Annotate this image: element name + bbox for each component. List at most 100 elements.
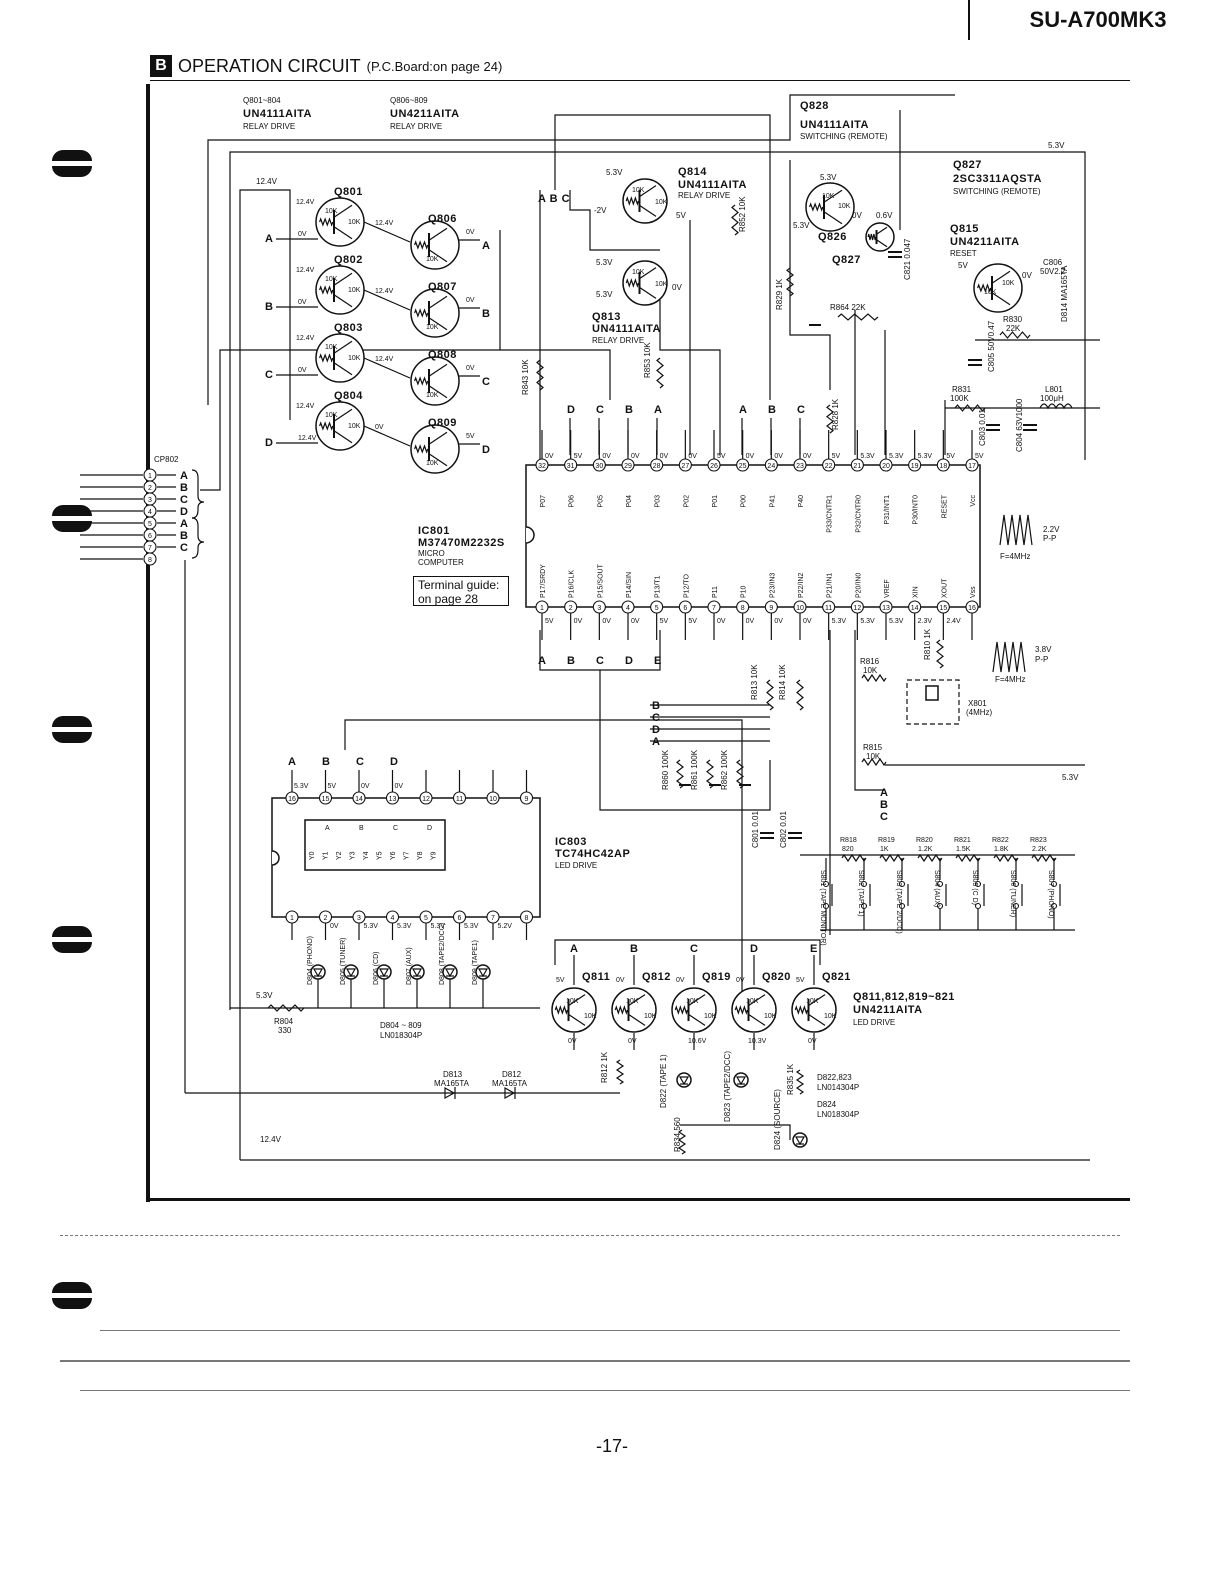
ic-pin-number: 20 (882, 463, 890, 470)
cp802-brace (191, 517, 205, 559)
d814-label: D814 MA165TA (1060, 265, 1069, 322)
cp802-line-label: A (180, 518, 188, 530)
cp802-line-label: D (180, 506, 188, 518)
transistor-body (731, 987, 777, 1033)
relay-link-wire (363, 425, 411, 447)
q828-ref: Q828 (800, 100, 829, 112)
ic801-pin-voltage: 0V (631, 618, 640, 625)
ic-pin (486, 791, 500, 805)
r813-label: R813 10K (750, 664, 759, 700)
voltage-label: 5.3V (596, 258, 613, 267)
voltage-label: 10.6V (688, 1038, 707, 1045)
ic-pin-number: 12 (853, 605, 861, 612)
voltage-label: 12.4V (375, 356, 394, 363)
bus-letter: B (880, 799, 888, 811)
voltage-label: 0V (466, 365, 475, 372)
voltage-label: 0V (628, 1038, 637, 1045)
ic803-output-name: Y1 (323, 851, 330, 860)
ic-pin-number: 26 (710, 463, 718, 470)
wave2-freq: F=4MHz (995, 675, 1025, 684)
transistor-symbol (622, 178, 668, 224)
ic-pin (793, 458, 807, 472)
resistor (319, 217, 334, 227)
ic801-pin-name: P10 (741, 585, 748, 598)
transistor-symbol (410, 424, 460, 474)
led-triangle (345, 968, 357, 978)
ic801-labels: IC801 M37470M2232S MICRO COMPUTER (418, 525, 504, 567)
cp802-line-label: B (180, 482, 188, 494)
resistor-value: 10K (426, 324, 439, 331)
transistor-body (410, 220, 460, 270)
group-label-part: UN4111AITA (243, 108, 312, 120)
wire-p20 (854, 630, 885, 791)
r828-label: R828 1K (831, 398, 840, 430)
ic-pin-number: 6 (148, 533, 152, 540)
ic801-pin-voltage: 0V (717, 618, 726, 625)
q813-ref: Q813 (592, 311, 621, 323)
switch-resistor-ref: R822 (992, 837, 1009, 844)
bus-letter: D (652, 724, 660, 736)
voltage-label: 5V (466, 433, 475, 440)
led-drive-part: UN4211AITA (853, 1004, 923, 1016)
led-label: D807 (AUX) (406, 947, 413, 985)
wave2-amp: 3.8V (1035, 645, 1052, 654)
ic801-pin-name: P41 (769, 495, 776, 508)
resistor (796, 679, 804, 711)
ic-pin (318, 791, 333, 805)
cp802-labels: CP802 (154, 455, 179, 464)
voltage-label: 12.4V (296, 403, 315, 410)
r829-label: R829 1K (775, 278, 784, 310)
ic-pin-number: 4 (626, 605, 630, 612)
transistor-ref: Q803 (334, 322, 363, 334)
ic-pin-number: 29 (624, 463, 632, 470)
ic801-pin-name: P21/IN1 (827, 573, 834, 598)
resistor (867, 233, 877, 241)
wave1-freq: F=4MHz (1000, 552, 1030, 561)
transistor-symbol (731, 987, 777, 1033)
resistor-value: 10K (686, 998, 699, 1005)
voltage-label: 0V (616, 977, 625, 984)
resistor (766, 679, 774, 711)
inductor-l801 (1039, 403, 1073, 410)
r861-label: R861 100K (690, 749, 699, 790)
resistor-value: 10K (746, 998, 759, 1005)
q815-func: RESET (950, 249, 977, 258)
d824-part: LN018304P (817, 1110, 859, 1119)
ic-pin-number: 11 (825, 605, 832, 612)
c805-label: C805 50V0.47 (987, 320, 996, 372)
ic801-pin-voltage: 0V (660, 453, 669, 460)
r853-label: R853 10K (643, 342, 652, 378)
ic-pin-number: 12 (422, 796, 430, 803)
ic803-output-name: Y0 (309, 851, 316, 860)
ic-pin-number: 4 (148, 509, 152, 516)
transistor-emitter (333, 430, 353, 444)
ic803-output-name: Y3 (350, 851, 357, 860)
ic-pin (707, 600, 721, 614)
ic801-pin-voltage: 5V (975, 453, 984, 460)
resistor-value: 10K (626, 998, 639, 1005)
resistor (1031, 853, 1057, 863)
resistor-value: 10K (824, 1013, 837, 1020)
resistor (319, 285, 334, 295)
voltage-label: 5.3V (1048, 141, 1065, 150)
r816-value: 10K (863, 666, 878, 675)
ic803-func: LED DRIVE (555, 861, 597, 870)
ic-pin-number: 6 (683, 605, 687, 612)
switch-contact (936, 902, 944, 910)
ic-pin (879, 600, 893, 614)
transistor-ref: Q820 (762, 971, 791, 983)
group-label-refs: Q801~804 (243, 96, 281, 105)
ic-pin (850, 600, 864, 614)
resistor (731, 204, 739, 236)
wire-q813 (659, 300, 721, 455)
ic-pin (486, 910, 500, 924)
voltage-label: 12.4V (256, 177, 278, 186)
frame-bottom-rule (146, 1198, 1130, 1201)
ic-pin-number: 3 (597, 605, 601, 612)
ic-pin-number: 8 (148, 557, 152, 564)
transistor-emitter (808, 1013, 826, 1026)
q814-func: RELAY DRIVE (678, 191, 730, 200)
transistor-emitter (333, 226, 353, 240)
bus-letter: B (567, 655, 575, 667)
wire-abc-3 (569, 190, 660, 251)
